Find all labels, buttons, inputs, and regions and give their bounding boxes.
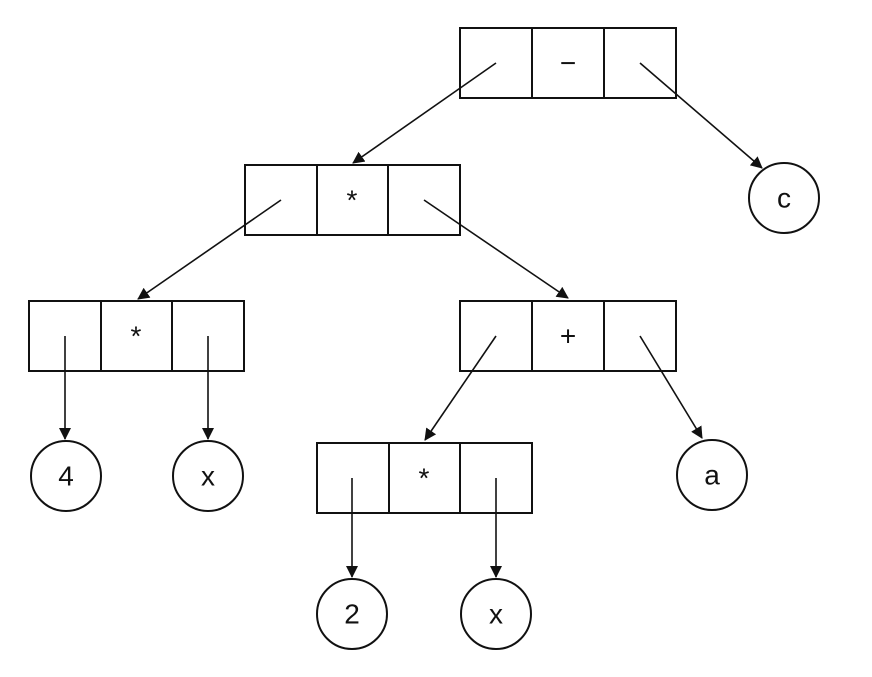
leaf-x-left-label: x xyxy=(201,461,215,492)
leaf-c: c xyxy=(748,162,820,234)
leaf-c-label: c xyxy=(777,183,791,214)
edge-plus-to-mul3 xyxy=(424,335,497,441)
leaf-x-right-label: x xyxy=(489,599,503,630)
leaf-a: a xyxy=(676,439,748,511)
node-mul3: * xyxy=(316,442,533,514)
leaf-4: 4 xyxy=(30,440,102,512)
leaf-a-label: a xyxy=(704,460,720,491)
edge-mul1-to-mul2 xyxy=(137,199,282,300)
edge-plus-to-a xyxy=(639,335,703,439)
edge-root-to-c xyxy=(639,62,763,169)
node-mul1-operator: * xyxy=(347,185,358,216)
node-plus: + xyxy=(459,300,677,372)
node-mul2-operator: * xyxy=(131,321,142,352)
leaf-2: 2 xyxy=(316,578,388,650)
node-mul3-operator: * xyxy=(419,463,430,494)
leaf-x-left: x xyxy=(172,440,244,512)
node-mul1: * xyxy=(244,164,461,236)
leaf-4-label: 4 xyxy=(58,461,74,492)
node-plus-operator: + xyxy=(560,321,576,352)
node-root-operator: − xyxy=(560,48,576,79)
node-mul2: * xyxy=(28,300,245,372)
edge-mul1-to-plus xyxy=(423,199,569,299)
edge-root-to-mul1 xyxy=(352,62,497,164)
leaf-x-right: x xyxy=(460,578,532,650)
leaf-2-label: 2 xyxy=(344,599,360,630)
node-root-minus: − xyxy=(459,27,677,99)
